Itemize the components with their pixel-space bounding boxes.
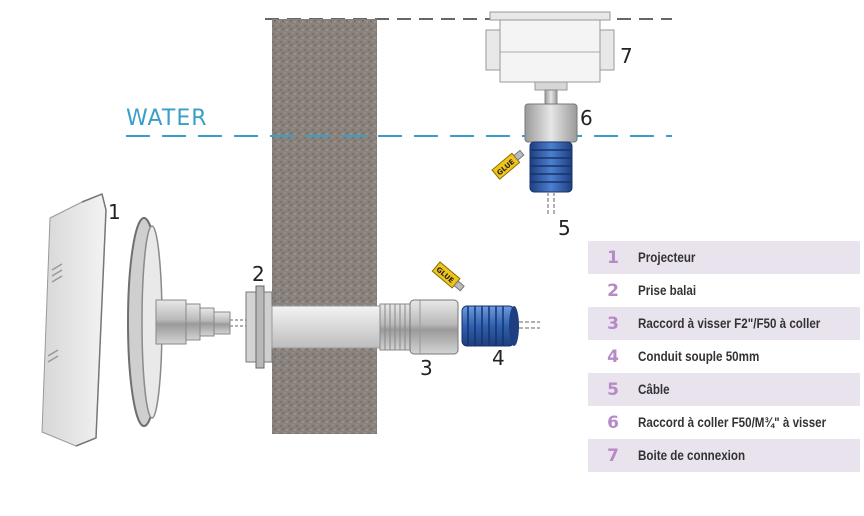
- callout-2: 2: [252, 262, 265, 286]
- legend-row: 7 Boite de connexion: [588, 439, 860, 472]
- legend-text: Conduit souple 50mm: [638, 349, 760, 364]
- legend-row: 3 Raccord à visser F2"/F50 à coller: [588, 307, 860, 340]
- legend-row: 4 Conduit souple 50mm: [588, 340, 860, 373]
- callout-3: 3: [420, 356, 433, 380]
- glue-tube-vertical: GLUE: [491, 149, 525, 180]
- callout-5: 5: [558, 216, 571, 240]
- legend-number: 1: [607, 247, 619, 268]
- vertical-conduit: [529, 141, 573, 214]
- projector-faceplate: [41, 192, 107, 447]
- glue-fitting: [524, 89, 578, 143]
- legend-number: 4: [607, 346, 619, 367]
- legend-text: Projecteur: [638, 250, 696, 265]
- legend-table: 1 Projecteur 2 Prise balai 3 Raccord à v…: [588, 241, 860, 472]
- legend-text: Raccord à visser F2"/F50 à coller: [638, 316, 821, 331]
- legend-text: Câble: [638, 382, 670, 397]
- callout-1: 1: [108, 200, 121, 224]
- legend-number: 7: [607, 445, 619, 466]
- water-label: WATER: [126, 106, 208, 131]
- wall-flange: [245, 285, 273, 369]
- legend-row: 2 Prise balai: [588, 274, 860, 307]
- legend-number: 5: [607, 379, 619, 400]
- callout-7: 7: [620, 44, 633, 68]
- flexible-conduit: [461, 305, 540, 347]
- legend-text: Boite de connexion: [638, 448, 746, 463]
- legend-row: 6 Raccord à coller F50/M¾" à visser: [588, 406, 860, 439]
- junction-box: [485, 11, 615, 91]
- legend-row: 5 Câble: [588, 373, 860, 406]
- projector-body: [127, 217, 248, 427]
- legend-number: 6: [607, 412, 619, 433]
- threaded-section: [379, 303, 411, 351]
- callout-4: 4: [492, 346, 505, 370]
- glue-tube-horizontal: GLUE: [431, 261, 465, 292]
- legend-text: Raccord à coller F50/M¾" à visser: [638, 415, 827, 430]
- screw-fitting: [409, 299, 459, 355]
- legend-number: 2: [607, 280, 619, 301]
- callout-6: 6: [580, 106, 593, 130]
- legend-number: 3: [607, 313, 619, 334]
- legend-row: 1 Projecteur: [588, 241, 860, 274]
- legend-text: Prise balai: [638, 283, 697, 298]
- pool-wall: [272, 19, 377, 434]
- wall-pipe: [271, 305, 383, 349]
